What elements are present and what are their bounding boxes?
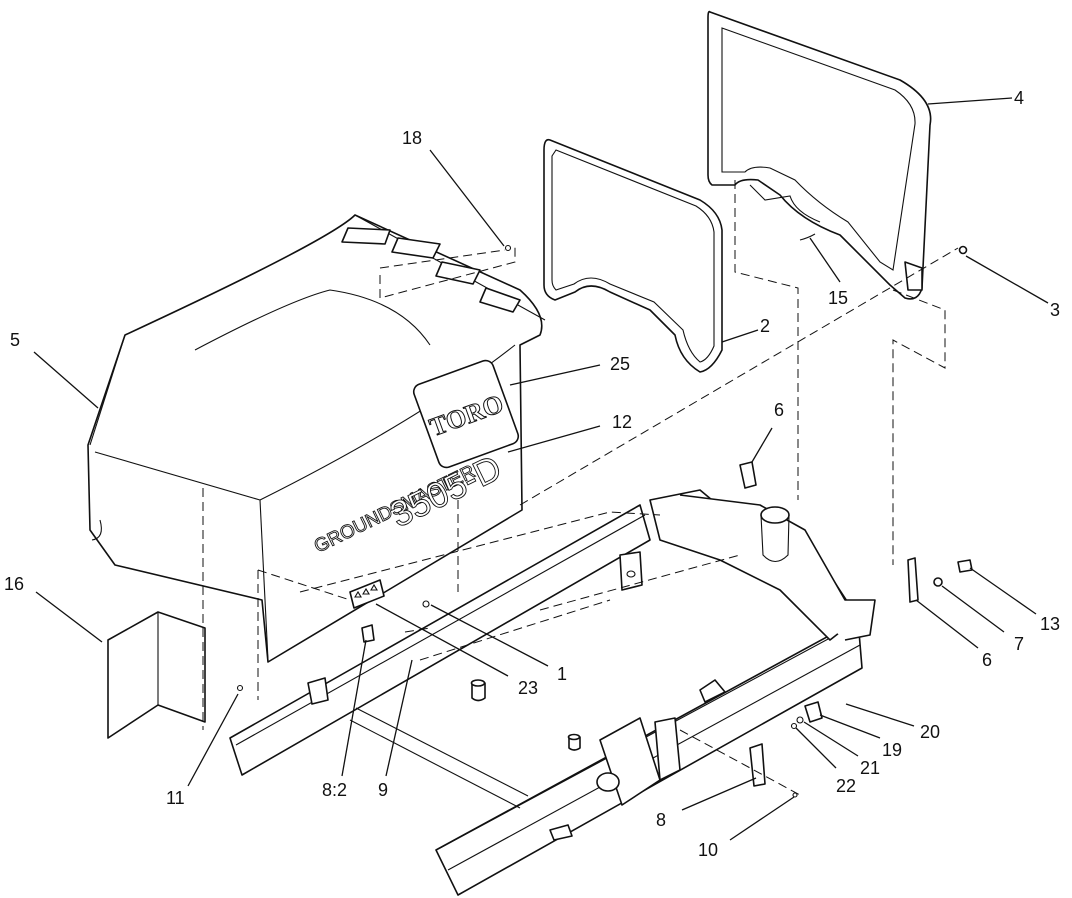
washer-7	[933, 577, 943, 587]
bracket-6-upper	[739, 461, 757, 489]
callout-16: 16	[4, 574, 24, 594]
callout-7: 7	[1014, 634, 1024, 654]
clip-18	[504, 244, 512, 252]
seal-gasket	[543, 138, 723, 373]
callout-20: 20	[920, 722, 940, 742]
toro-decal: TORO	[412, 359, 520, 469]
callout-12: 12	[612, 412, 632, 432]
callout-11: 11	[166, 788, 185, 808]
callout-8-2: 8:2	[322, 780, 347, 800]
callout-8: 8	[656, 810, 666, 830]
callout-25: 25	[610, 354, 630, 374]
callout-19: 19	[882, 740, 902, 760]
callout-22: 22	[836, 776, 856, 796]
callout-23: 23	[518, 678, 538, 698]
bracket-6-lower	[907, 557, 919, 603]
screen-frame	[707, 10, 932, 300]
callout-10: 10	[698, 840, 718, 860]
callout-21: 21	[860, 758, 880, 778]
chassis-frame	[229, 489, 876, 896]
callout-5: 5	[10, 330, 20, 350]
latch-8-2	[361, 624, 375, 643]
block-19	[804, 701, 823, 723]
nut-21	[796, 716, 804, 724]
pin-11	[236, 684, 244, 692]
callout-9: 9	[378, 780, 388, 800]
callout-4: 4	[1014, 88, 1024, 108]
callouts: 1 2 3 4 5 6 6 7 8 8:2 9 10 11 12 13 15 1…	[4, 88, 1060, 860]
callout-13: 13	[1040, 614, 1060, 634]
hardware	[236, 233, 973, 798]
bolt-13	[957, 559, 973, 573]
screw-1	[422, 600, 430, 608]
alignment-lines	[202, 180, 959, 796]
filter-screen	[107, 611, 206, 739]
callout-15: 15	[828, 288, 848, 308]
hood	[87, 214, 546, 663]
callout-6-lower: 6	[982, 650, 992, 670]
pin-10	[792, 792, 798, 798]
washer-22	[790, 722, 798, 730]
callout-3: 3	[1050, 300, 1060, 320]
callout-6-upper: 6	[774, 400, 784, 420]
callout-1: 1	[557, 664, 567, 684]
latch-8	[749, 743, 766, 787]
leader-lines	[33, 97, 1049, 841]
nut-3	[958, 245, 968, 255]
callout-18: 18	[402, 128, 422, 148]
callout-2: 2	[760, 316, 770, 336]
spring-15	[799, 233, 816, 241]
